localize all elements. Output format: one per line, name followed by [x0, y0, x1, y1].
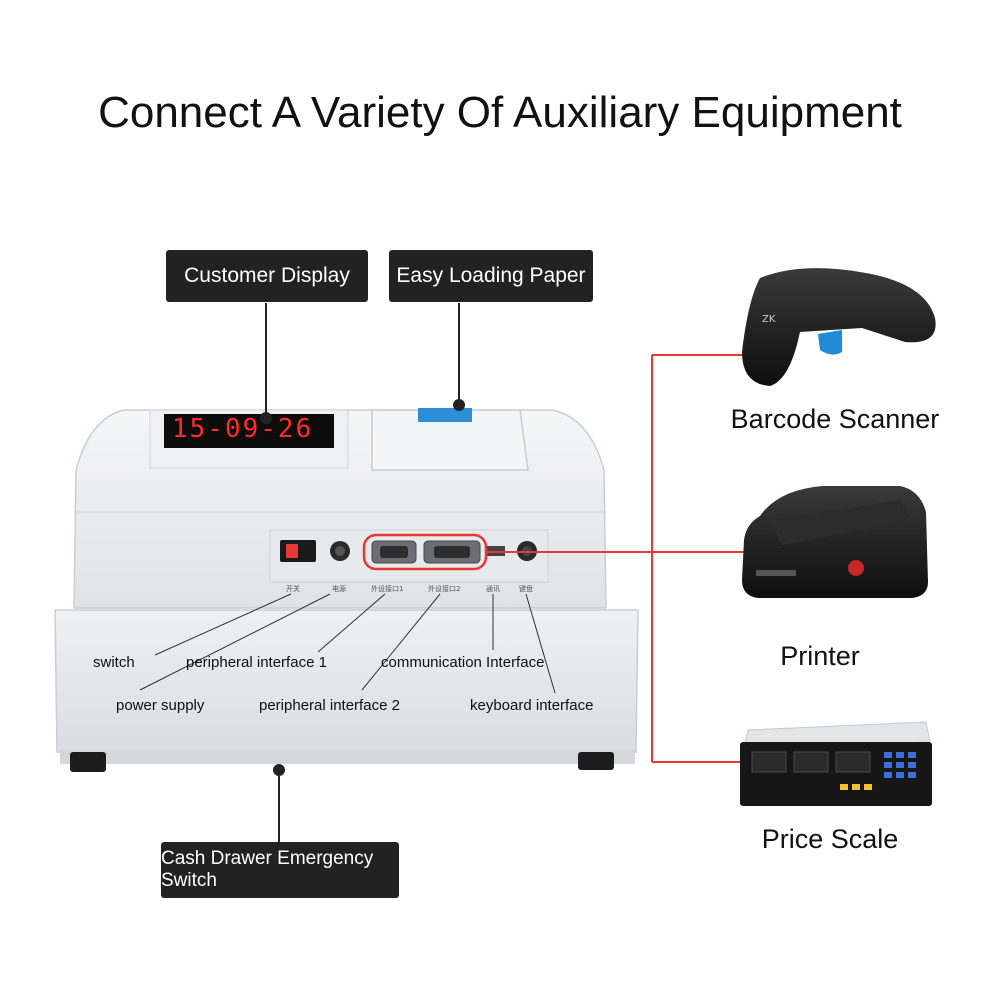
- cash-drawer-switch-tag: Cash Drawer Emergency Switch: [161, 842, 399, 898]
- drawer-base: [54, 609, 639, 753]
- drawer-shadow: [60, 750, 635, 764]
- cash-register: [54, 408, 639, 772]
- easy-loading-paper-tag: Easy Loading Paper: [389, 250, 593, 302]
- panel-mark-peripheral-1: 外设接口1: [371, 585, 404, 593]
- barcode-scanner-image: ZK: [742, 268, 936, 386]
- foot-left: [70, 752, 106, 772]
- label-power-supply: power supply: [116, 697, 205, 714]
- printer-power-icon: [848, 560, 864, 576]
- customer-display-tag: Customer Display: [166, 250, 368, 302]
- barcode-scanner-label: Barcode Scanner: [730, 404, 940, 434]
- scanner-logo: ZK: [762, 314, 776, 325]
- label-communication: communication Interface: [381, 654, 545, 671]
- printer-label: Printer: [780, 641, 860, 671]
- panel-mark-power: 电源: [332, 585, 346, 593]
- price-scale-label: Price Scale: [761, 824, 899, 854]
- panel-mark-peripheral-2: 外设接口2: [428, 585, 461, 593]
- display-readout: 15-09-26: [172, 414, 314, 444]
- panel-mark-switch: 开关: [286, 585, 300, 593]
- label-keyboard: keyboard interface: [470, 697, 594, 714]
- label-peripheral-1: peripheral interface 1: [186, 654, 327, 671]
- label-switch: switch: [93, 654, 135, 671]
- foot-right: [578, 752, 614, 770]
- price-scale-image: [740, 721, 932, 806]
- panel-mark-communication: 通讯: [486, 585, 500, 593]
- port-annotation-lines: [139, 593, 556, 694]
- customer-display-screen: [164, 414, 334, 448]
- printer-image: [742, 486, 928, 598]
- panel-mark-keyboard: 键盘: [519, 585, 533, 593]
- page-title: Connect A Variety Of Auxiliary Equipment: [98, 88, 902, 137]
- label-peripheral-2: peripheral interface 2: [259, 697, 400, 714]
- paper-release-tab: [418, 408, 472, 422]
- callout-lines: [260, 303, 465, 842]
